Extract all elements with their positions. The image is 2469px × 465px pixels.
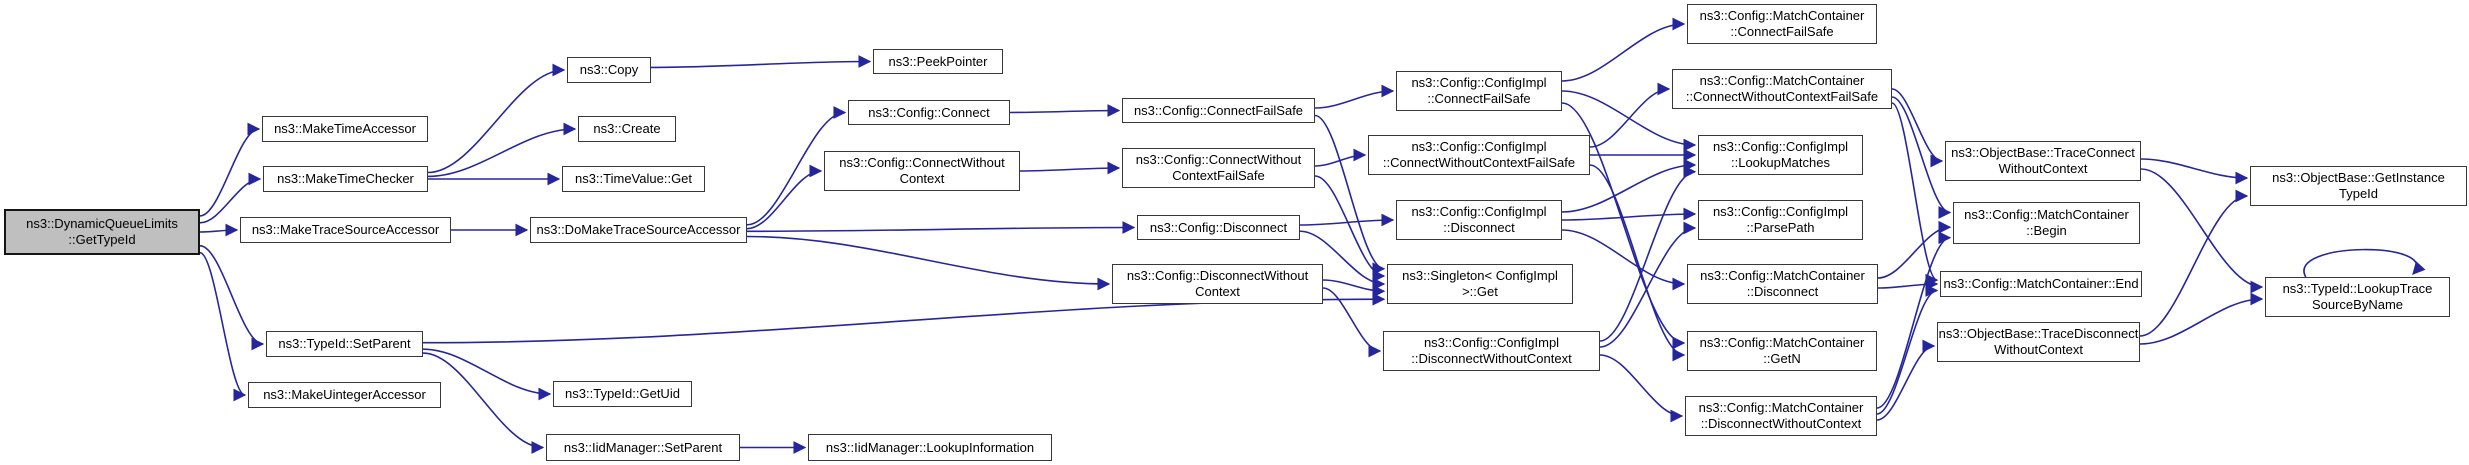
edge-E2-F4 [1314, 175, 1386, 283]
node-ns3-objectbase-getinstance-typeid[interactable]: ns3::ObjectBase::GetInstance TypeId [2250, 166, 2467, 206]
edge-E4-F5 [1322, 287, 1382, 358]
edge-G5-H3 [1877, 277, 1939, 291]
node-ns3-objectbase-tracedisconnect-withoutcontext[interactable]: ns3::ObjectBase::TraceDisconnect Without… [1937, 322, 2140, 362]
edge-H1-I2 [2140, 168, 2264, 294]
node-ns3-maketimeaccessor[interactable]: ns3::MakeTimeAccessor [262, 116, 428, 142]
edge-H4-I1 [2139, 189, 2249, 337]
edge-D2-E1 [1009, 104, 1121, 117]
edge-E1-F1 [1314, 84, 1395, 109]
edge-A1-B3 [199, 223, 239, 237]
edge-B2-C1 [427, 63, 566, 174]
edge-H4-I2 [2139, 292, 2264, 345]
edge-B4-C5 [422, 348, 552, 401]
edge-A1-B4 [199, 245, 265, 351]
edge-F1-G6 [1561, 102, 1686, 350]
node-ns3-dynamicqueuelimits-gettypeid[interactable]: ns3::DynamicQueueLimits ::GetTypeId [4, 209, 200, 255]
edge-B4-F4 [422, 292, 1386, 344]
edge-F5-G3 [1599, 165, 1697, 342]
node-ns3-makeuintegeraccessor[interactable]: ns3::MakeUintegerAccessor [248, 382, 441, 408]
edge-G2-H3 [1891, 102, 1939, 287]
node-ns3-typeid-lookuptrace-sourcebyname[interactable]: ns3::TypeId::LookupTrace SourceByName [2265, 277, 2450, 317]
node-ns3-config-configimpl-parsepath[interactable]: ns3::Config::ConfigImpl ::ParsePath [1698, 200, 1863, 240]
node-ns3-maketimechecker[interactable]: ns3::MakeTimeChecker [263, 166, 428, 192]
edge-F3-G3 [1561, 158, 1697, 213]
edge-H1-I1 [2140, 158, 2249, 185]
node-ns3-iidmanager-setparent[interactable]: ns3::IidManager::SetParent [546, 434, 740, 461]
edge-C4-D2 [746, 106, 847, 226]
node-ns3-config-matchcontainer-disconnect[interactable]: ns3::Config::MatchContainer ::Disconnect [1687, 264, 1878, 304]
edge-A1-B5 [199, 251, 247, 402]
edge-G7-H4 [1876, 339, 1936, 421]
edge-E4-F4 [1322, 279, 1386, 298]
node-ns3-config-connectwithout-context[interactable]: ns3::Config::ConnectWithout Context [824, 151, 1020, 191]
node-ns3-peekpointer[interactable]: ns3::PeekPointer [873, 49, 1003, 74]
edge-D3-E2 [1019, 161, 1121, 175]
edge-E1-F4 [1314, 114, 1386, 276]
node-ns3-config-configimpl-connectwithoutcontextfailsafe[interactable]: ns3::Config::ConfigImpl ::ConnectWithout… [1368, 135, 1590, 175]
node-ns3-typeid-getuid[interactable]: ns3::TypeId::GetUid [553, 381, 692, 407]
edge-E3-F4 [1299, 230, 1386, 291]
edge-E3-F3 [1299, 213, 1395, 227]
edge-F3-G5 [1561, 229, 1686, 291]
node-ns3-config-disconnect[interactable]: ns3::Config::Disconnect [1137, 215, 1300, 240]
edge-I2-I2 [2303, 248, 2426, 278]
node-ns3-objectbase-traceconnect-withoutcontext[interactable]: ns3::ObjectBase::TraceConnect WithoutCon… [1945, 141, 2141, 181]
node-ns3-domaketracesourceaccessor[interactable]: ns3::DoMakeTraceSourceAccessor [530, 217, 747, 243]
edge-A1-B1 [199, 122, 261, 217]
edge-C4-E3 [746, 221, 1136, 234]
node-ns3-create[interactable]: ns3::Create [578, 116, 676, 142]
node-ns3-config-configimpl-lookupmatches[interactable]: ns3::Config::ConfigImpl ::LookupMatches [1698, 135, 1863, 175]
node-ns3-config-matchcontainer-connectwithoutcontextfailsafe[interactable]: ns3::Config::MatchContainer ::ConnectWit… [1672, 69, 1892, 109]
node-ns3-maketracesourceaccessor[interactable]: ns3::MakeTraceSourceAccessor [240, 217, 451, 243]
edge-F5-G7 [1599, 354, 1684, 423]
node-ns3-iidmanager-lookupinformation[interactable]: ns3::IidManager::LookupInformation [808, 434, 1052, 461]
edge-G2-H1 [1891, 88, 1944, 168]
edge-B2-C2 [427, 122, 577, 178]
node-ns3-config-matchcontainer-getn[interactable]: ns3::Config::MatchContainer ::GetN [1687, 331, 1877, 371]
edge-G7-H3 [1876, 284, 1939, 415]
node-ns3-typeid-setparent[interactable]: ns3::TypeId::SetParent [266, 331, 423, 357]
edge-C4-D3 [746, 164, 823, 230]
node-ns3-config-configimpl-disconnectwithoutcontext[interactable]: ns3::Config::ConfigImpl ::DisconnectWith… [1383, 331, 1600, 371]
node-ns3-config-disconnectwithout-context[interactable]: ns3::Config::DisconnectWithout Context [1112, 264, 1323, 304]
edge-F3-G4 [1561, 207, 1697, 221]
node-ns3-config-matchcontainer-begin[interactable]: ns3::Config::MatchContainer ::Begin [1953, 202, 2140, 244]
node-ns3-config-matchcontainer-connectfailsafe[interactable]: ns3::Config::MatchContainer ::ConnectFai… [1687, 4, 1877, 44]
edge-C1-D1 [650, 55, 872, 69]
edge-F1-G1 [1561, 17, 1686, 82]
edge-G2-H2 [1891, 96, 1952, 219]
node-ns3-config-matchcontainer-disconnectwithoutcontext[interactable]: ns3::Config::MatchContainer ::Disconnect… [1685, 396, 1877, 436]
edge-F2-G6 [1589, 164, 1686, 362]
node-ns3-config-configimpl-connectfailsafe[interactable]: ns3::Config::ConfigImpl ::ConnectFailSaf… [1396, 71, 1562, 111]
edge-F2-G2 [1589, 82, 1671, 148]
node-ns3-config-connectfailsafe[interactable]: ns3::Config::ConnectFailSafe [1122, 98, 1315, 123]
node-ns3-timevalue-get[interactable]: ns3::TimeValue::Get [562, 166, 705, 192]
node-ns3-config-configimpl-disconnect[interactable]: ns3::Config::ConfigImpl ::Disconnect [1396, 200, 1562, 240]
edge-E2-F2 [1314, 148, 1367, 167]
edge-A1-B2 [199, 172, 262, 224]
edge-G7-H2 [1876, 231, 1952, 409]
node-ns3-copy[interactable]: ns3::Copy [567, 57, 651, 83]
node-ns3-config-connectwithout-contextfailsafe[interactable]: ns3::Config::ConnectWithout ContextFailS… [1122, 148, 1315, 188]
node-ns3-config-matchcontainer-end[interactable]: ns3::Config::MatchContainer::End [1940, 271, 2142, 297]
edge-C4-E4 [746, 235, 1111, 291]
node-ns3-singleton-configimpl-get[interactable]: ns3::Singleton< ConfigImpl >::Get [1387, 264, 1573, 304]
node-ns3-config-connect[interactable]: ns3::Config::Connect [848, 100, 1010, 125]
edge-B4-C6 [422, 352, 545, 454]
edge-G5-H2 [1877, 220, 1952, 279]
edge-F5-G4 [1599, 221, 1697, 348]
